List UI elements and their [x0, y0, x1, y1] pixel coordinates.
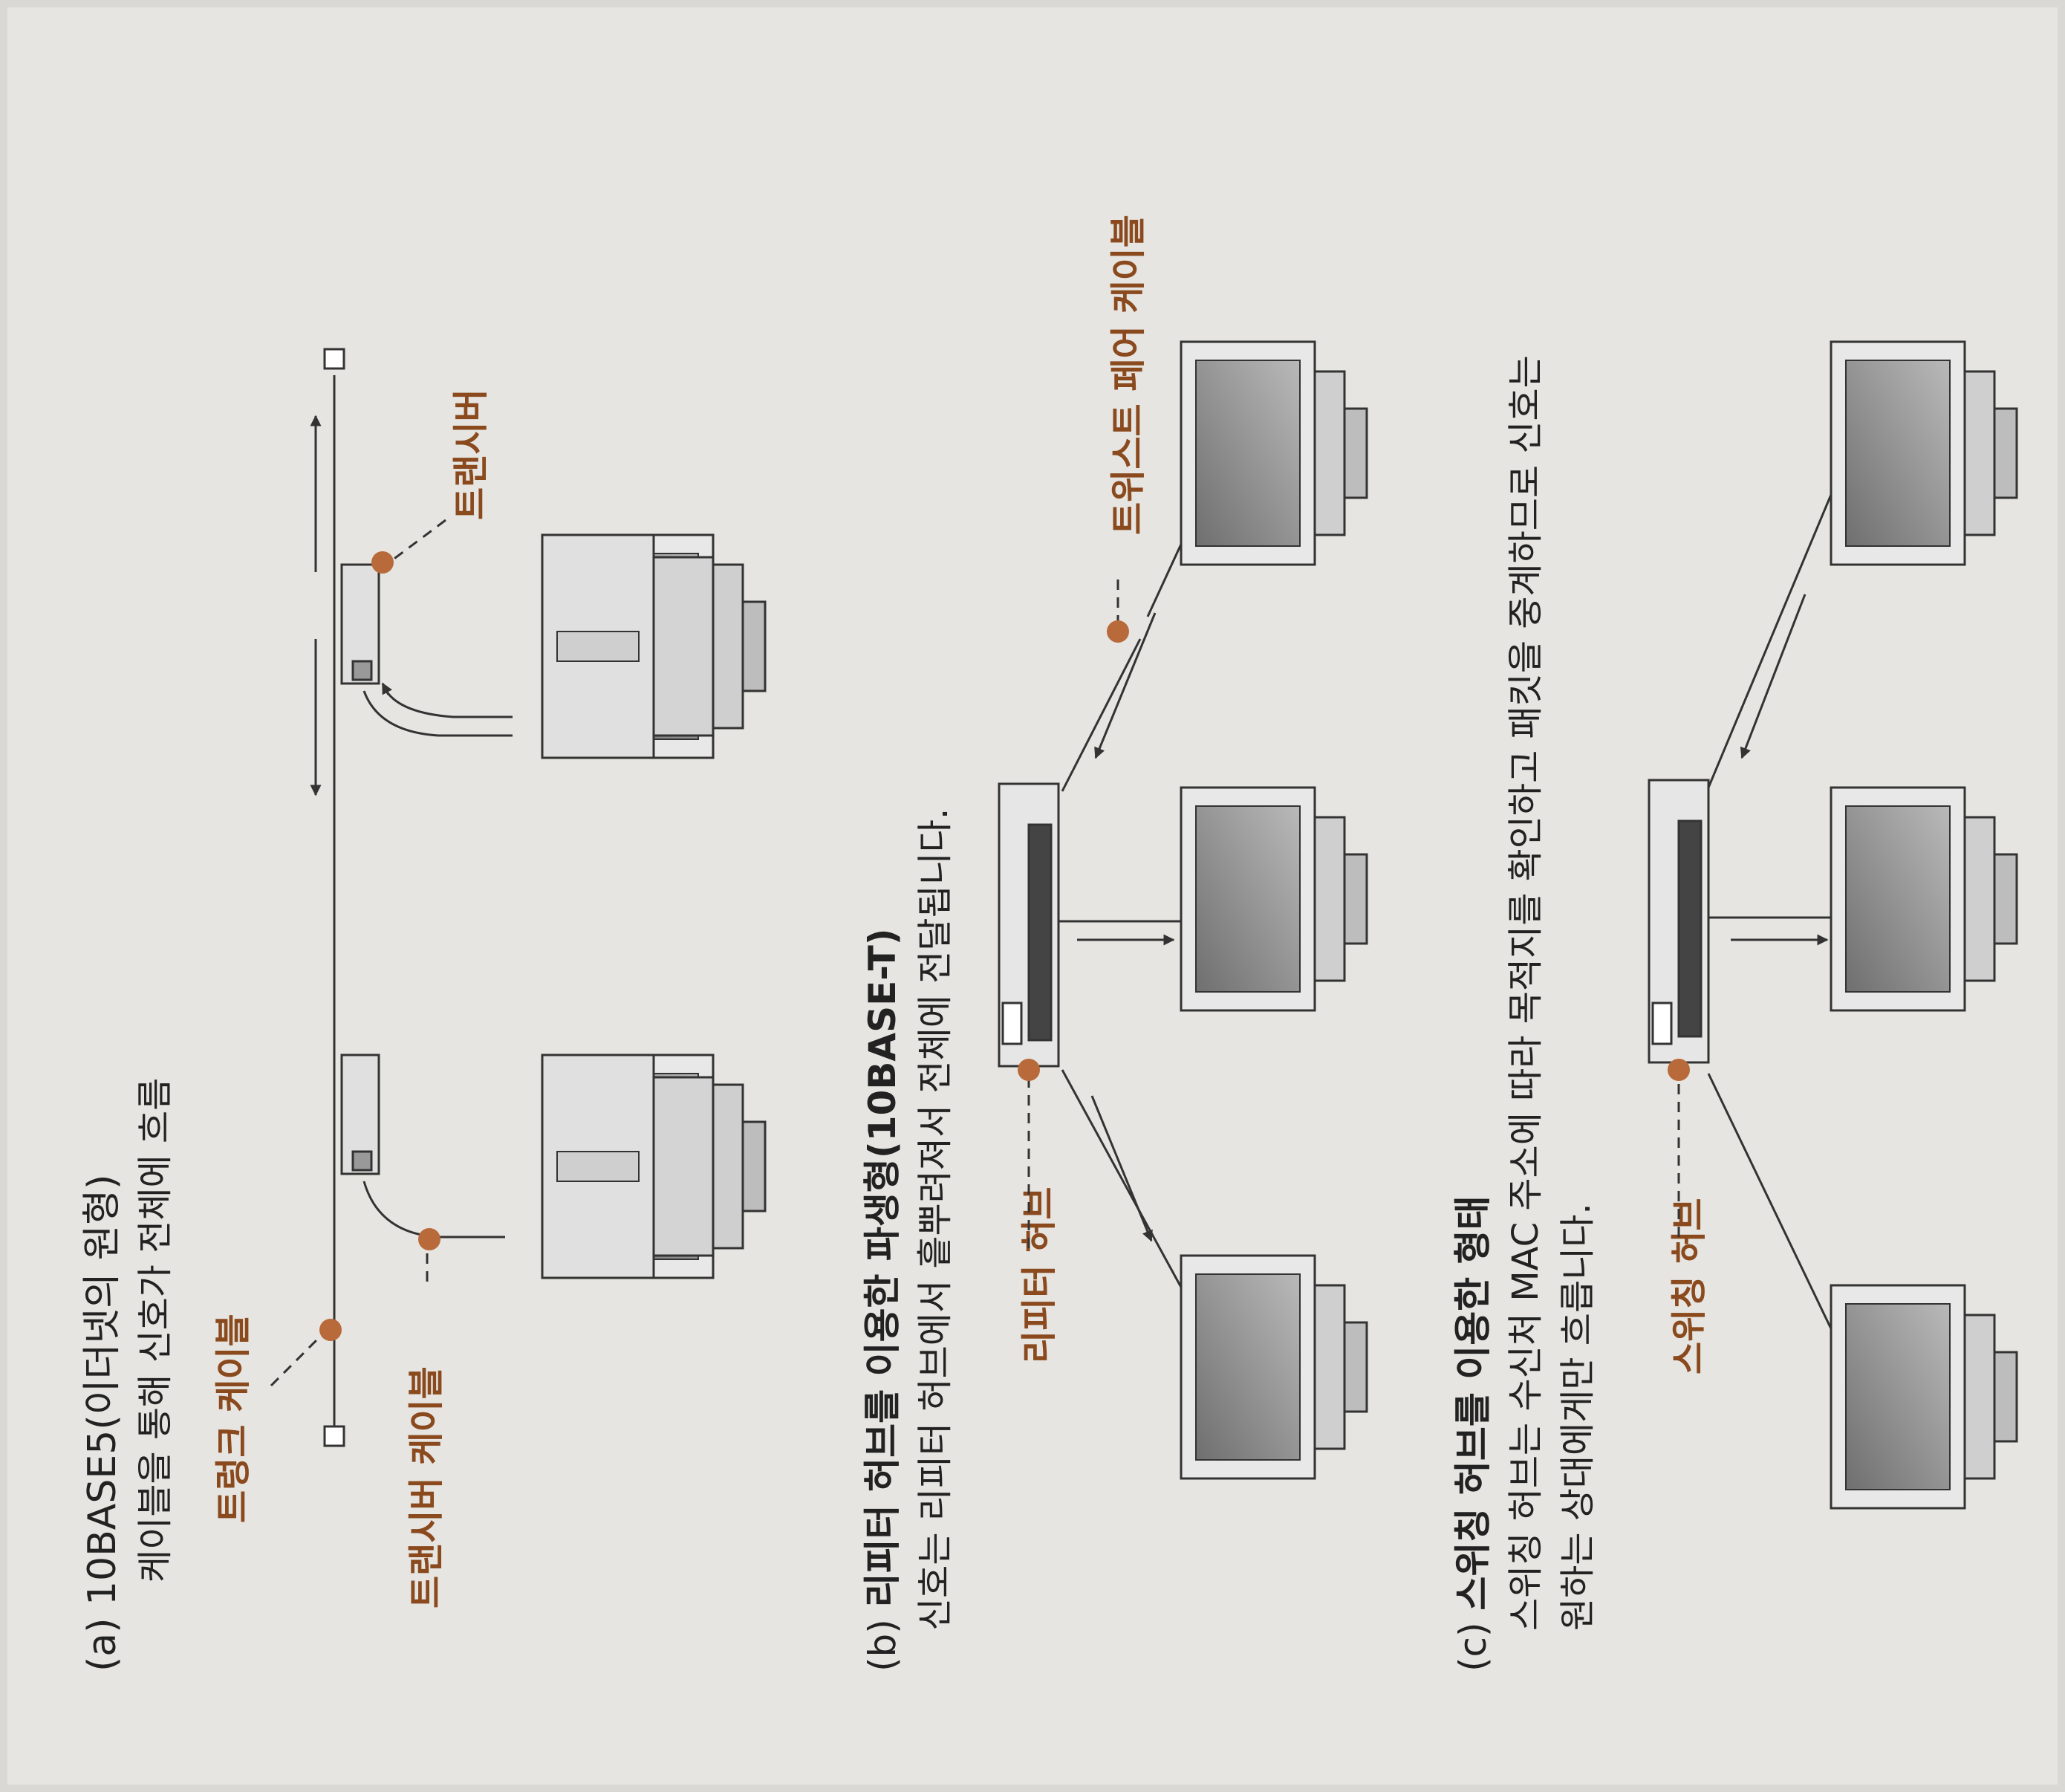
transceiver-cable: [362, 690, 513, 737]
desktop-tower-icon: [541, 533, 715, 759]
diagram-b: [998, 519, 1194, 1308]
terminator-icon: [323, 348, 345, 370]
hub-led-icon: [1651, 1001, 1673, 1045]
transceiver-port-icon: [351, 660, 373, 681]
computer-icon: [1180, 340, 1368, 566]
diagram-c: [1648, 467, 1847, 1360]
transceiver-cable: [385, 690, 513, 718]
signal-arrow: [381, 682, 392, 695]
terminator-icon: [323, 1425, 345, 1447]
b-description: 신호는 리피터 허브에서 흩뿌려져서 전체에 전달됩니다.: [914, 808, 956, 1631]
twisted-pair-cable: [1707, 1073, 1847, 1360]
a-transceiver-label: 트랜시버: [450, 389, 492, 520]
hub-led-icon: [1001, 1001, 1023, 1045]
a-trunk-cable-label: 트렁크 케이블: [212, 1314, 254, 1523]
computer-icon: [1830, 786, 2018, 1012]
hub-ports-icon: [1677, 819, 1703, 1038]
twisted-pair-cable: [1061, 1069, 1194, 1308]
b-repeater-hub-label: 리피터 허브: [1018, 1186, 1060, 1363]
callout-dot: [1668, 1059, 1690, 1081]
callout-dot: [1018, 1059, 1040, 1081]
diagram-a: [270, 348, 513, 1447]
leader-line: [270, 1332, 325, 1387]
signal-arrow: [1090, 1095, 1153, 1242]
signal-arrow: [1094, 612, 1157, 759]
callout-dot: [371, 551, 394, 574]
a-description: 케이블을 통해 신호가 전체에 흐름: [134, 1078, 176, 1582]
c-switching-hub-label: 스위칭 허브: [1668, 1198, 1710, 1374]
section-c-text: (c) 스위칭 허브를 이용한 형태 스위칭 허브는 수신처 MAC 주소에 따…: [1451, 355, 1710, 1672]
transceiver-port-icon: [351, 1150, 373, 1172]
b-title-lead: (b): [861, 1607, 904, 1672]
b-twisted-pair-label: 트위스트 페어 케이블: [1108, 215, 1149, 535]
computer-icon: [1830, 1284, 2018, 1510]
section-a-text: (a) 10BASE5(이더넷의 원형) 케이블을 통해 신호가 전체에 흐름 …: [80, 389, 492, 1672]
twisted-pair-cable: [1061, 638, 1142, 792]
twisted-pair-cable: [1707, 467, 1844, 788]
callout-dot: [418, 1228, 440, 1250]
desktop-tower-icon: [541, 1054, 715, 1279]
callout-dot: [319, 1319, 342, 1341]
c-title: (c) 스위칭 허브를 이용한 형태: [1451, 1195, 1495, 1672]
a-title: (a) 10BASE5(이더넷의 원형): [80, 1175, 125, 1672]
c-title-lead: (c): [1451, 1611, 1495, 1672]
c-description-line1: 스위칭 허브는 수신처 MAC 주소에 따라 목적지를 확인하고 패킷을 중계하…: [1505, 355, 1547, 1631]
computer-icon: [1180, 786, 1368, 1012]
computer-icon: [1180, 1254, 1368, 1480]
a-transceiver-cable-label: 트랜시버 케이블: [406, 1366, 447, 1608]
c-description-line2: 원하는 상대에게만 흐릅니다.: [1557, 1203, 1599, 1631]
callout-dot: [1107, 620, 1129, 643]
leader-line: [386, 519, 446, 566]
b-title-bold: 리피터 허브를 이용한 파생형(10BASE-T): [861, 928, 904, 1607]
computer-icon: [1830, 340, 2018, 566]
b-title: (b) 리피터 허브를 이용한 파생형(10BASE-T): [861, 928, 904, 1672]
section-b-text: (b) 리피터 허브를 이용한 파생형(10BASE-T) 신호는 리피터 허브…: [861, 215, 1149, 1672]
c-title-bold: 스위칭 허브를 이용한 형태: [1451, 1195, 1495, 1610]
hub-ports-icon: [1027, 823, 1053, 1042]
signal-arrow: [1740, 594, 1807, 759]
